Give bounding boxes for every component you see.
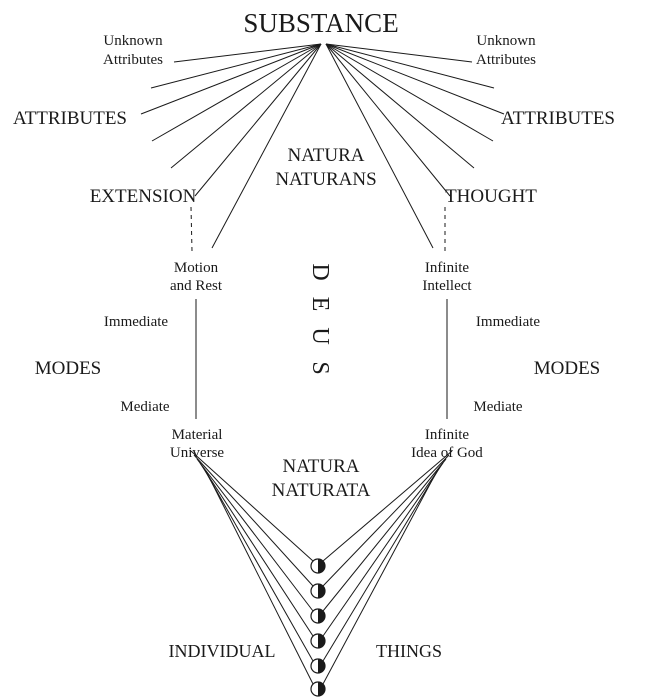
things-label: THINGS <box>376 641 442 661</box>
deus-letter-e: E <box>307 297 333 312</box>
left-immediate-label: Immediate <box>104 314 168 330</box>
right-immediate-label: Immediate <box>476 314 540 330</box>
left-attributes-label: ATTRIBUTES <box>13 108 127 129</box>
individual-thing-marker <box>310 681 326 697</box>
motion-and-rest-label-line2: and Rest <box>170 278 223 294</box>
deus-label: D E U S <box>307 263 333 374</box>
material-universe-label-line2: Universe <box>170 445 224 461</box>
left-modes-label: MODES <box>35 358 102 379</box>
individual-thing-marker <box>310 633 326 649</box>
natura-naturata-label-line1: NATURA <box>282 456 359 477</box>
infinite-intellect-label-line1: Infinite <box>425 260 469 276</box>
substance-fan-right-lines <box>325 43 505 249</box>
natura-naturata-left-lines <box>190 450 314 685</box>
individual-label: INDIVIDUAL <box>169 641 276 661</box>
natura-naturans-label-line1: NATURA <box>287 145 364 166</box>
infinite-idea-of-god-label-line2: Idea of God <box>411 445 483 461</box>
extension-label: EXTENSION <box>90 186 197 207</box>
substance-label: SUBSTANCE <box>243 8 398 38</box>
natura-naturata-label-line2: NATURATA <box>272 480 371 501</box>
left-unknown-attributes-label-line2: Attributes <box>103 52 163 68</box>
natura-naturans-label-line2: NATURANS <box>275 169 376 190</box>
right-attributes-label: ATTRIBUTES <box>501 108 615 129</box>
individual-thing-marker <box>310 608 326 624</box>
infinite-intellect-label-line2: Intellect <box>422 278 472 294</box>
deus-letter-u: U <box>307 327 333 344</box>
individual-thing-marker <box>310 558 326 574</box>
individual-thing-marker <box>310 658 326 674</box>
right-unknown-attributes-label-line2: Attributes <box>476 52 536 68</box>
material-universe-label-line1: Material <box>172 427 223 443</box>
infinite-idea-of-god-label-line1: Infinite <box>425 427 469 443</box>
deus-letter-d: D <box>307 263 333 280</box>
right-mediate-label: Mediate <box>473 399 522 415</box>
left-unknown-attributes-label-line1: Unknown <box>103 33 163 49</box>
thought-label: THOUGHT <box>445 186 537 207</box>
left-mediate-label: Mediate <box>120 399 169 415</box>
right-unknown-attributes-label-line1: Unknown <box>476 33 536 49</box>
natura-naturata-right-lines <box>322 450 453 685</box>
extension-to-motion-dashed-line <box>190 206 193 252</box>
motion-and-rest-label-line1: Motion <box>174 260 219 276</box>
individual-thing-marker <box>310 583 326 599</box>
deus-letter-s: S <box>307 361 333 374</box>
right-modes-label: MODES <box>534 358 601 379</box>
individual-thing-markers <box>310 558 326 697</box>
substance-fan-left-lines <box>140 43 322 249</box>
